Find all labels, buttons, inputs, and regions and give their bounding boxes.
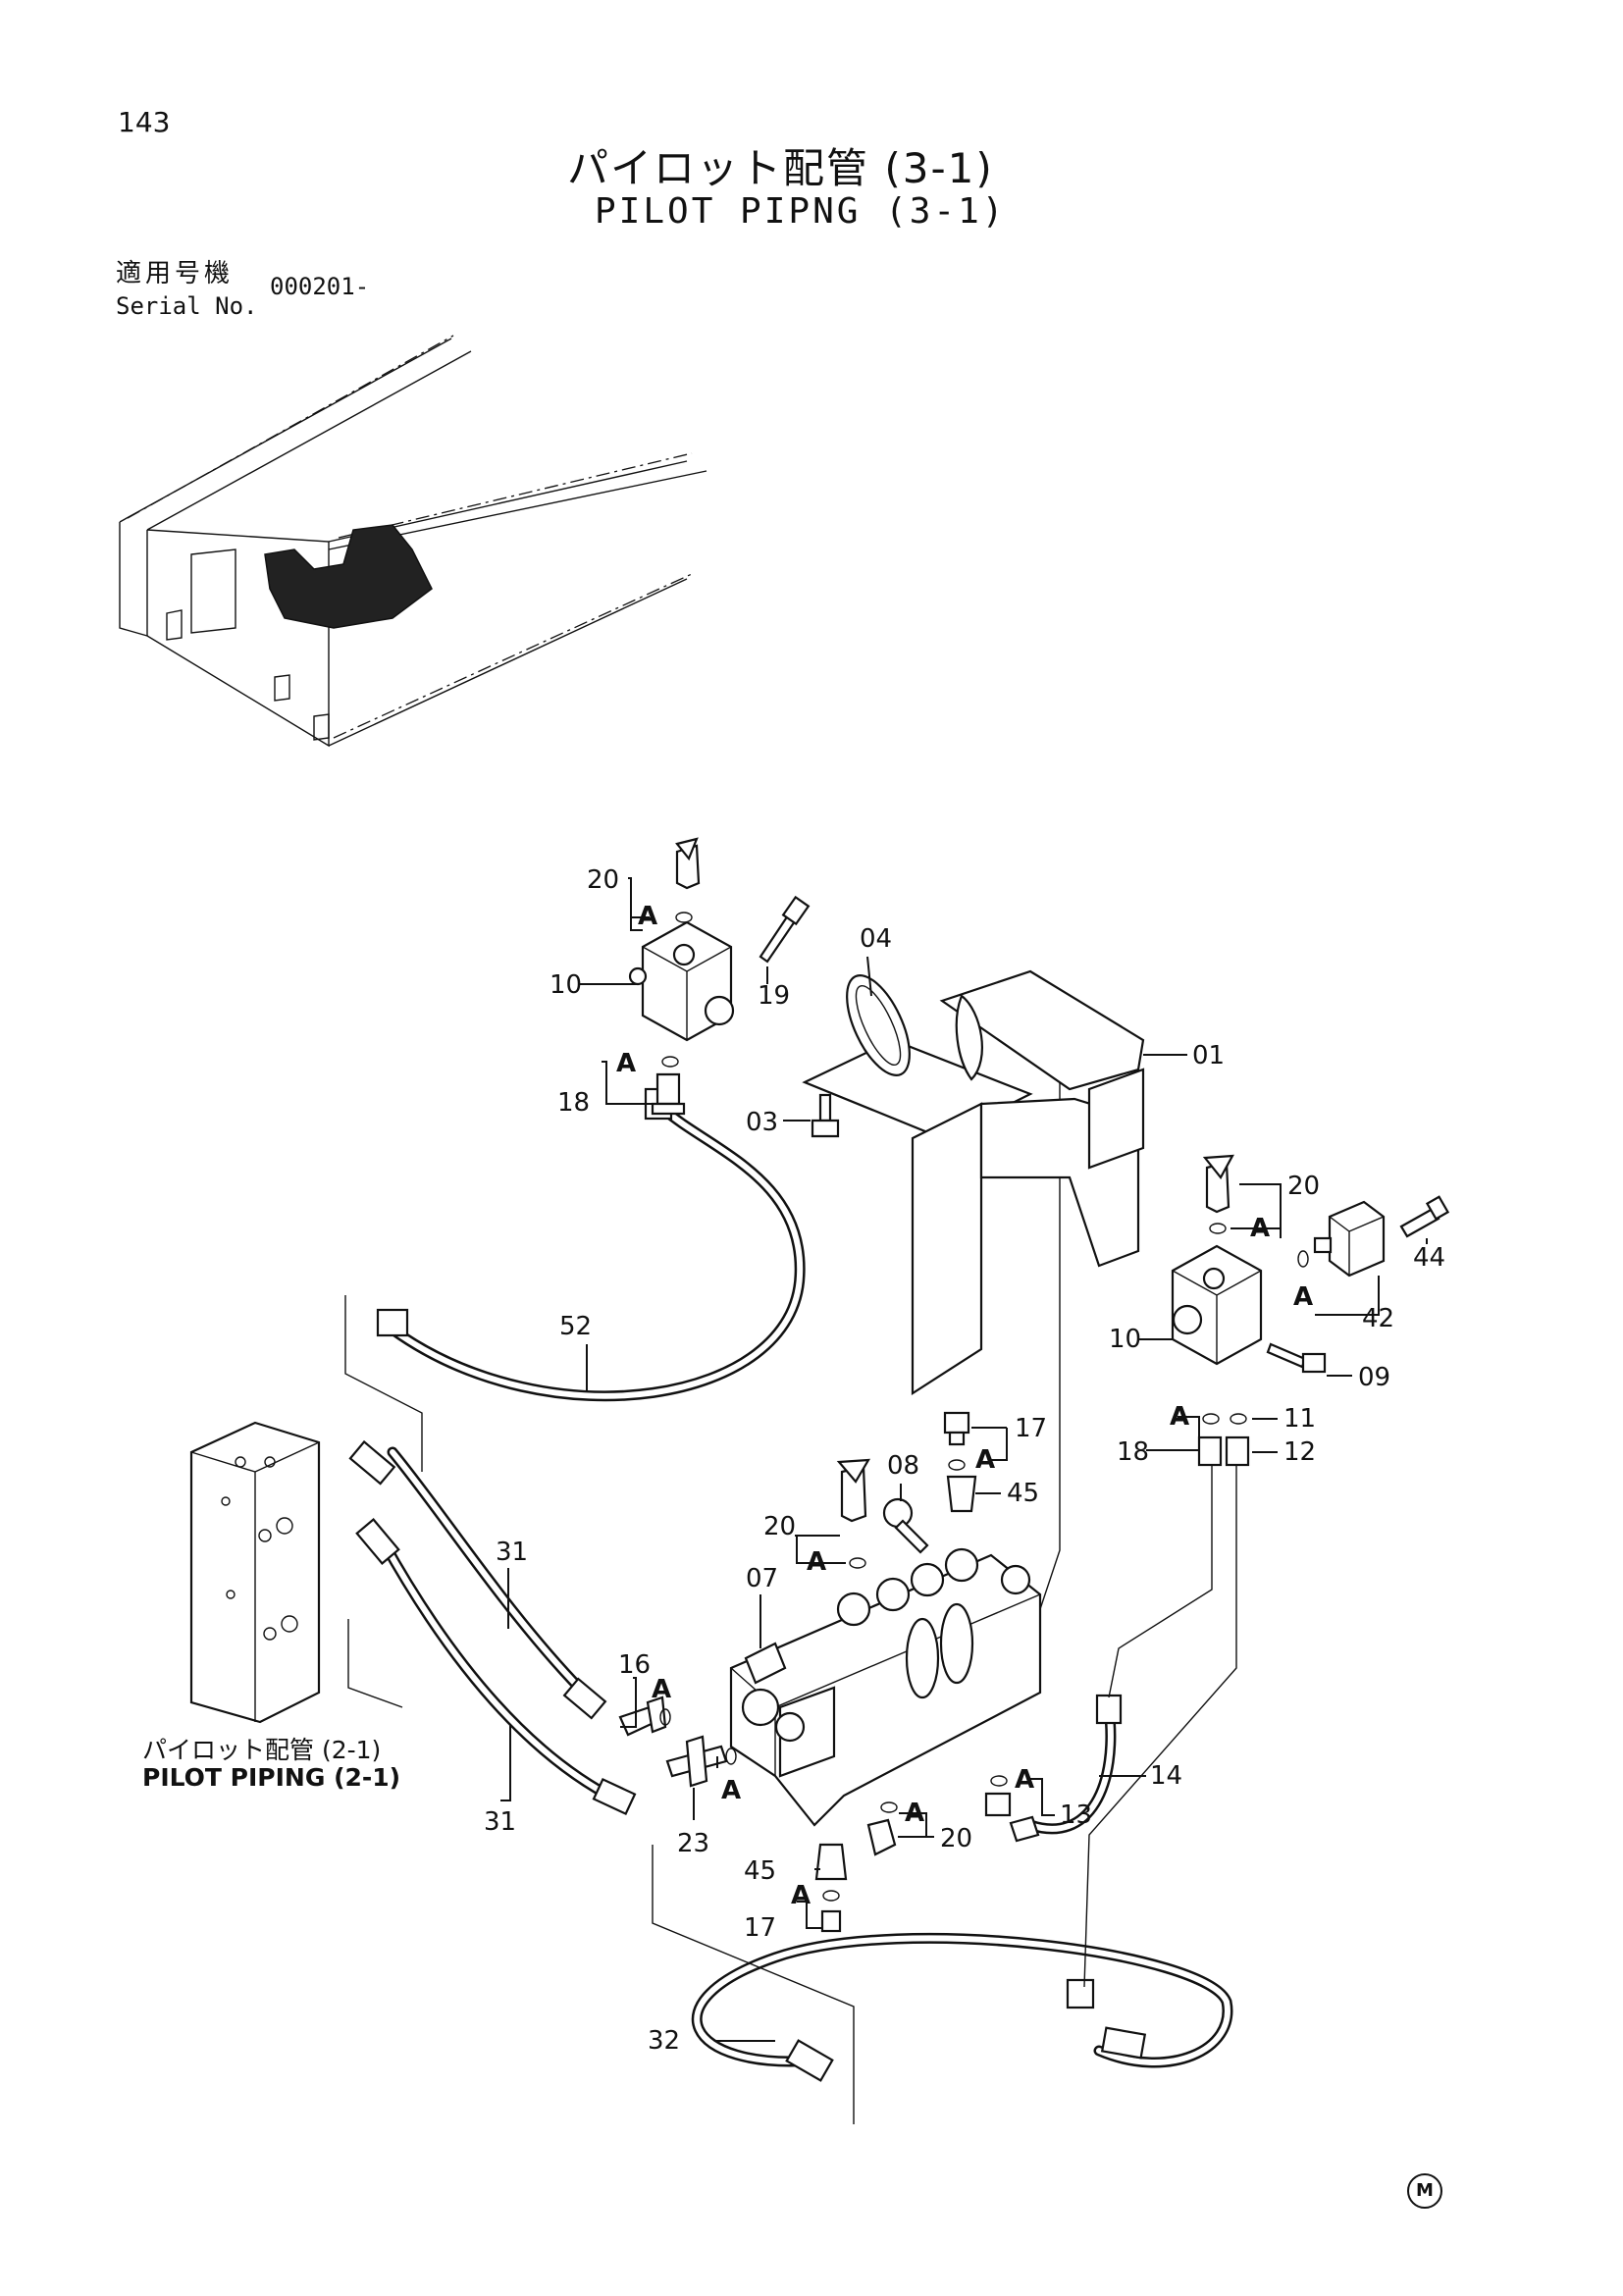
bracket-01: [802, 969, 1145, 1396]
callout-20: 20: [763, 1512, 796, 1541]
callout-13: 13: [1060, 1800, 1092, 1830]
control-valve-07: [729, 1547, 1042, 1827]
callout-A: A: [1015, 1765, 1034, 1795]
callout-17: 17: [744, 1913, 776, 1943]
callout-45: 45: [744, 1856, 776, 1886]
callout-07: 07: [746, 1564, 778, 1593]
callout-42: 42: [1362, 1304, 1394, 1333]
gasket-04: [846, 974, 911, 1076]
overview-illustration: [119, 335, 707, 748]
serial-label-japanese: 適用号機: [116, 259, 235, 288]
solenoid-42: [1313, 1200, 1386, 1278]
bolt-09: [1266, 1342, 1327, 1374]
callout-11: 11: [1283, 1404, 1316, 1434]
callout-A: A: [721, 1776, 741, 1805]
elbow-20-upper: [675, 837, 701, 890]
callout-14: 14: [1150, 1761, 1182, 1791]
elbow-20-lower: [866, 1818, 897, 1856]
callout-31: 31: [484, 1807, 516, 1837]
callout-A: A: [616, 1049, 636, 1078]
callout-18: 18: [1117, 1437, 1149, 1467]
plug-17-lower: [820, 1909, 842, 1933]
callout-A: A: [975, 1445, 995, 1475]
hose-31-lower: [355, 1518, 637, 1816]
callout-A: A: [807, 1547, 826, 1577]
fitting-45-upper: [946, 1475, 977, 1513]
callout-A: A: [1293, 1282, 1313, 1312]
hose-52: [376, 1087, 806, 1402]
o-rings: [659, 912, 1309, 1902]
callout-A: A: [638, 902, 657, 931]
callout-08: 08: [887, 1451, 919, 1481]
callout-09: 09: [1358, 1363, 1390, 1392]
callout-20: 20: [1287, 1172, 1320, 1201]
page-number: 143: [118, 106, 171, 138]
callout-52: 52: [559, 1312, 592, 1341]
serial-label-english: Serial No.: [116, 292, 258, 320]
tee-23: [665, 1735, 728, 1788]
callout-A: A: [905, 1799, 924, 1828]
footer-mark: M: [1407, 2173, 1442, 2209]
adapter-13: [984, 1792, 1040, 1843]
callout-10: 10: [1109, 1325, 1141, 1354]
callout-A: A: [652, 1675, 671, 1704]
cross-reference-japanese: パイロット配管 (2-1): [142, 1736, 382, 1764]
page-title-japanese: パイロット配管 (3-1): [567, 144, 994, 192]
adapters-18-12: [1197, 1435, 1250, 1467]
callout-32: 32: [648, 2026, 680, 2056]
callout-18: 18: [557, 1088, 590, 1118]
callout-17: 17: [1015, 1414, 1047, 1443]
callout-03: 03: [746, 1108, 778, 1137]
page-title-english: PILOT PIPNG (3-1): [595, 191, 1007, 232]
callout-20: 20: [587, 865, 619, 895]
serial-number-value: 000201-: [270, 273, 370, 300]
callout-A: A: [1250, 1214, 1270, 1243]
callout-labels: 20 A 19 04 10 A 18 01 03 20 A 44 A 42 52…: [484, 865, 1445, 2056]
fitting-08: [882, 1497, 929, 1554]
valve-block-10-right: [1171, 1244, 1263, 1366]
elbow-20-valve-top: [836, 1458, 871, 1523]
callout-45: 45: [1007, 1479, 1039, 1508]
fitting-45-lower: [814, 1843, 848, 1881]
callout-20: 20: [940, 1824, 972, 1853]
callout-44: 44: [1413, 1243, 1445, 1273]
callout-10: 10: [550, 970, 582, 1000]
callout-A: A: [791, 1881, 811, 1910]
pilot-block-2-1: [189, 1421, 321, 1724]
leader-lines: [500, 877, 1428, 2042]
elbow-20-right: [1202, 1154, 1234, 1214]
callout-01: 01: [1192, 1041, 1225, 1070]
callout-04: 04: [860, 924, 892, 954]
callout-31: 31: [496, 1538, 528, 1567]
fitting-44: [1399, 1195, 1450, 1238]
callout-16: 16: [618, 1650, 651, 1680]
cross-reference-english: PILOT PIPING (2-1): [142, 1763, 401, 1792]
bolt-19: [759, 895, 811, 964]
adapter-18-upper: [651, 1072, 686, 1116]
valve-block-10-upper: [628, 920, 735, 1042]
callout-12: 12: [1283, 1437, 1316, 1467]
hose-31-upper: [348, 1439, 607, 1720]
hose-32: [691, 1932, 1233, 2082]
callout-23: 23: [677, 1829, 709, 1858]
plug-17-upper: [943, 1411, 970, 1446]
reference-lines: [344, 1079, 1237, 2124]
callout-A: A: [1170, 1402, 1189, 1432]
bolt-03: [811, 1093, 840, 1138]
callout-19: 19: [758, 981, 790, 1011]
